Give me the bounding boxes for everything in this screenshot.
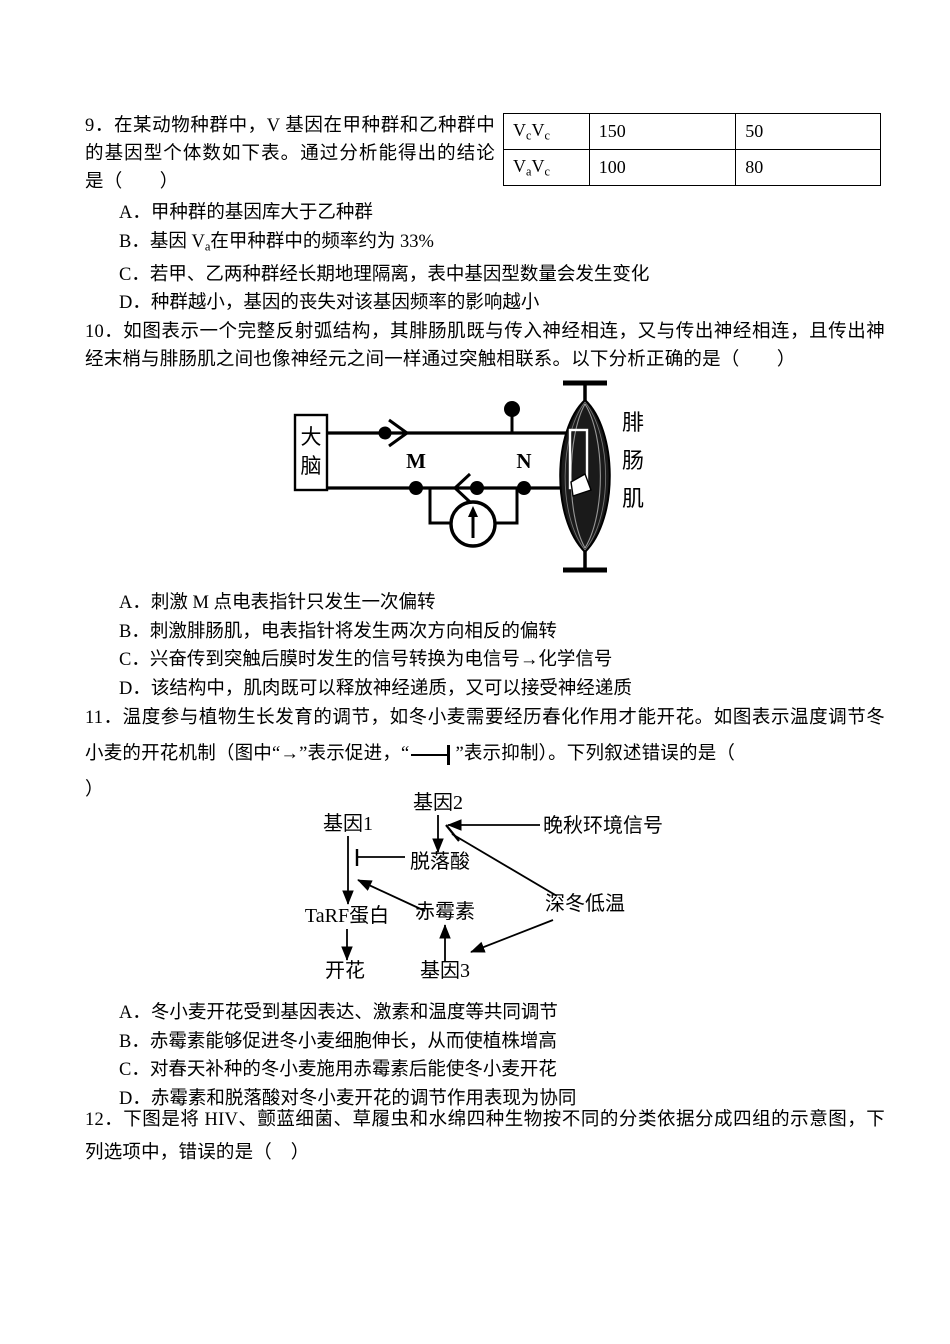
point-n-label: N [516,449,531,473]
arrow-deep-winter-to-gene3 [470,919,554,953]
muscle-label-char1: 腓 [622,410,644,435]
option-d: D．种群越小，基因的丧失对该基因频率的影响越小 [119,293,540,314]
question-11-stem: 11．温度参与植物生长发育的调节，如冬小麦需要经历春化作用才能开花。如图表示温度… [85,700,885,808]
question-9-options: A．甲种群的基因库大于乙种群 B．基因 Va在甲种群中的频率约为 33% C．若… [119,199,919,318]
point-m-label: M [406,449,426,473]
option-c: C．若甲、乙两种群经长期地理隔离，表中基因型数量会发生变化 [119,264,650,285]
question-11-figure: 基因1 基因2 脱落酸 晚秋环境信号 深冬低温 TaRF蛋白 赤霉素 开花 基因… [285,791,705,987]
node-deep-winter-cold-label: 深冬低温 [545,892,625,915]
option-c: C．兴奋传到突触后膜时发生的信号转换为电信号→化学信号 [119,650,613,670]
option-b-post: 在甲种群中的频率约为 33% [210,231,434,252]
question-10-stem: 10．如图表示一个完整反射弧结构，其腓肠肌既与传入神经相连，又与传出神经相连，且… [85,322,885,370]
node-tarf-protein-label: TaRF蛋白 [305,904,389,927]
reflex-arc-diagram: 大 脑 M N [293,380,644,573]
option-b-subscript: a [204,239,211,254]
option-d: D．赤霉素和脱落酸对冬小麦开花的调节作用表现为协同 [119,1088,577,1109]
table-row: VcVc 150 50 [503,113,881,150]
option-a: A．刺激 M 点电表指针只发生一次偏转 [119,593,436,613]
option-b: B．赤霉素能够促进冬小麦细胞伸长，从而使植株增高 [119,1031,557,1052]
option-c: C．对春天补种的冬小麦施用赤霉素后能使冬小麦开花 [119,1060,557,1080]
brain-box [293,413,329,492]
question-9-stem-block: 9．在某动物种群中，V 基因在甲种群和乙种群中的基因型个体数如下表。通过分析能得… [85,112,495,196]
table-cell-count-jia: 100 [588,149,737,186]
genotype-subscript: c [544,164,550,179]
question-10-stem-block: 10．如图表示一个完整反射弧结构，其腓肠肌既与传入神经相连，又与传出神经相连，且… [85,318,885,374]
option-a: A．甲种群的基因库大于乙种群 [119,203,373,223]
table-cell-count-yi: 50 [735,113,881,150]
line-deep-winter-to-gene2-inhibition [451,833,558,897]
muscle-fibre-line [564,401,586,551]
option-b: B．基因 Va在甲种群中的频率约为 33% [119,228,919,261]
muscle-fibre-line [584,401,606,551]
node-gene2-label: 基因2 [413,792,463,814]
node-gibberellin-label: 赤霉素 [415,900,475,923]
question-11-stem-part2: ”表示抑制）。下列叙述错误的是（ [455,744,736,764]
inhibition-symbol-icon [409,744,455,765]
genotype-subscript: a [526,164,532,179]
question-12-stem-block: 12．下图是将 HIV、颤蓝细菌、草履虫和水绵四种生物按不同的分类依据分成四组的… [85,1104,885,1170]
question-11-stem-part1: 11．温度参与植物生长发育的调节，如冬小麦需要经历春化作用才能开花。如图表示温度… [85,708,885,764]
question-11-stem-block: 11．温度参与植物生长发育的调节，如冬小麦需要经历春化作用才能开花。如图表示温度… [85,700,885,808]
table-cell-count-jia: 150 [588,113,737,150]
question-12-stem: 12．下图是将 HIV、颤蓝细菌、草履虫和水绵四种生物按不同的分类依据分成四组的… [85,1110,885,1163]
option-d: D．该结构中，肌肉既可以释放神经递质，又可以接受神经递质 [119,678,632,699]
muscle-label-char2: 肠 [622,448,644,473]
table-cell-genotype: VcVc [503,113,590,150]
table-row: VaVc 100 80 [503,149,881,186]
table-cell-count-yi: 80 [735,149,881,186]
top-synapse-chevron-icon [388,418,410,448]
node-gene3-label: 基因3 [420,959,470,982]
genotype-subscript: c [526,128,532,143]
table-cell-genotype: VaVc [503,149,590,186]
top-nerve-node-dot [378,426,392,440]
question-10-figure: 大 脑 M N [285,378,685,578]
arrow-gibberellin-to-tarf [357,879,426,912]
node-gene1-label: 基因1 [323,812,373,835]
galvanometer-wire-left [428,488,452,525]
question-10-options: A．刺激 M 点电表指针只发生一次偏转 B．刺激腓肠肌，电表指针将发生两次方向相… [119,589,919,703]
cell-body-dot [504,401,520,417]
question-11-stem-part3: ） [85,780,104,800]
galvanometer-wire-right [495,488,519,525]
vernalization-pathway-diagram: 基因1 基因2 脱落酸 晚秋环境信号 深冬低温 TaRF蛋白 赤霉素 开花 基因… [305,791,663,982]
muscle-label-char3: 肌 [622,486,644,511]
option-a: A．冬小麦开花受到基因表达、激素和温度等共同调节 [119,1003,558,1023]
muscle-fibre-line [570,403,586,549]
genotype-subscript: c [544,128,550,143]
post-synapse-dot [470,481,484,495]
question-11-options: A．冬小麦开花受到基因表达、激素和温度等共同调节 B．赤霉素能够促进冬小麦细胞伸… [119,999,919,1113]
question-9-data-table: VcVc 150 50 VaVc 100 80 [503,113,881,186]
point-n-electrode-dot [517,481,531,495]
node-flowering-label: 开花 [325,959,365,982]
inhibition-tbar-gene2 [445,824,460,842]
option-b-pre: B．基因 V [119,231,205,252]
neuromuscular-junction-shape [570,472,592,497]
point-m-electrode-dot [409,481,423,495]
node-aba-label: 脱落酸 [410,850,470,873]
option-b: B．刺激腓肠肌，电表指针将发生两次方向相反的偏转 [119,621,557,642]
muscle-illustration [559,380,611,573]
question-9-stem: 9．在某动物种群中，V 基因在甲种群和乙种群中的基因型个体数如下表。通过分析能得… [85,116,495,192]
node-late-autumn-signal-label: 晚秋环境信号 [543,814,663,837]
bottom-synapse-chevron-icon [452,472,472,504]
brain-label-char1: 大 [301,425,322,449]
muscle-fibre-line [584,403,601,549]
galvanometer-needle-arrowhead-icon [468,506,478,517]
brain-label-char2: 脑 [301,454,322,478]
